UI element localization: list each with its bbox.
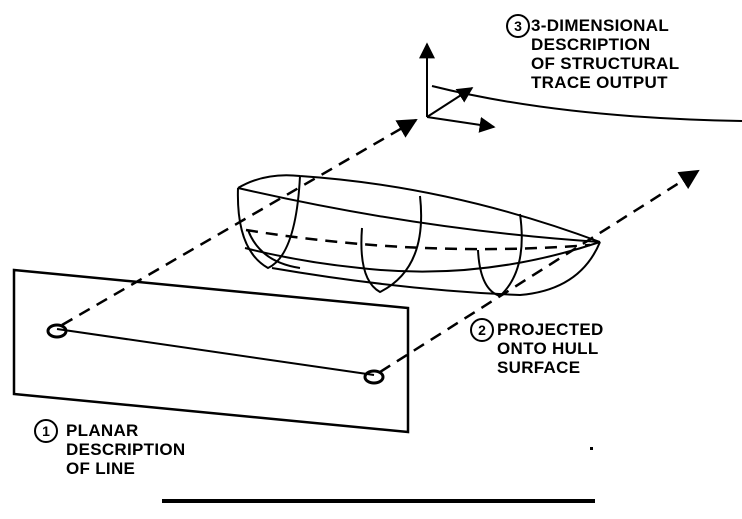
line-endpoint-right [363,369,385,385]
planar-line [56,328,375,376]
projection-ray-lower [379,169,700,374]
step-2-marker: 2 [470,318,494,342]
step-3-line-3: OF STRUCTURAL [531,54,680,73]
projection-ray-upper [61,118,418,327]
line-endpoint-left [46,323,68,339]
step-1-line-1: PLANAR [66,421,139,440]
hull [236,174,601,298]
step-1-marker: 1 [34,419,58,443]
planar-sheet [12,268,410,434]
step-3-line-2: DESCRIPTION [531,35,651,54]
step-3-line-1: 3-DIMENSIONAL [531,16,670,35]
step-3-line-4: TRACE OUTPUT [531,73,668,92]
step-2-line-2: ONTO HULL [497,339,599,358]
stray-mark [590,447,593,450]
step-3-marker: 3 [506,14,530,38]
axis-y [426,87,474,118]
step-2-line-1: PROJECTED [497,320,604,339]
step-1-line-2: DESCRIPTION [66,440,186,459]
trace-output-curve [431,85,742,122]
axis-x [426,116,496,133]
step-2-line-3: SURFACE [497,358,581,377]
projected-trace [245,228,591,251]
step-1-line-3: OF LINE [66,459,136,478]
